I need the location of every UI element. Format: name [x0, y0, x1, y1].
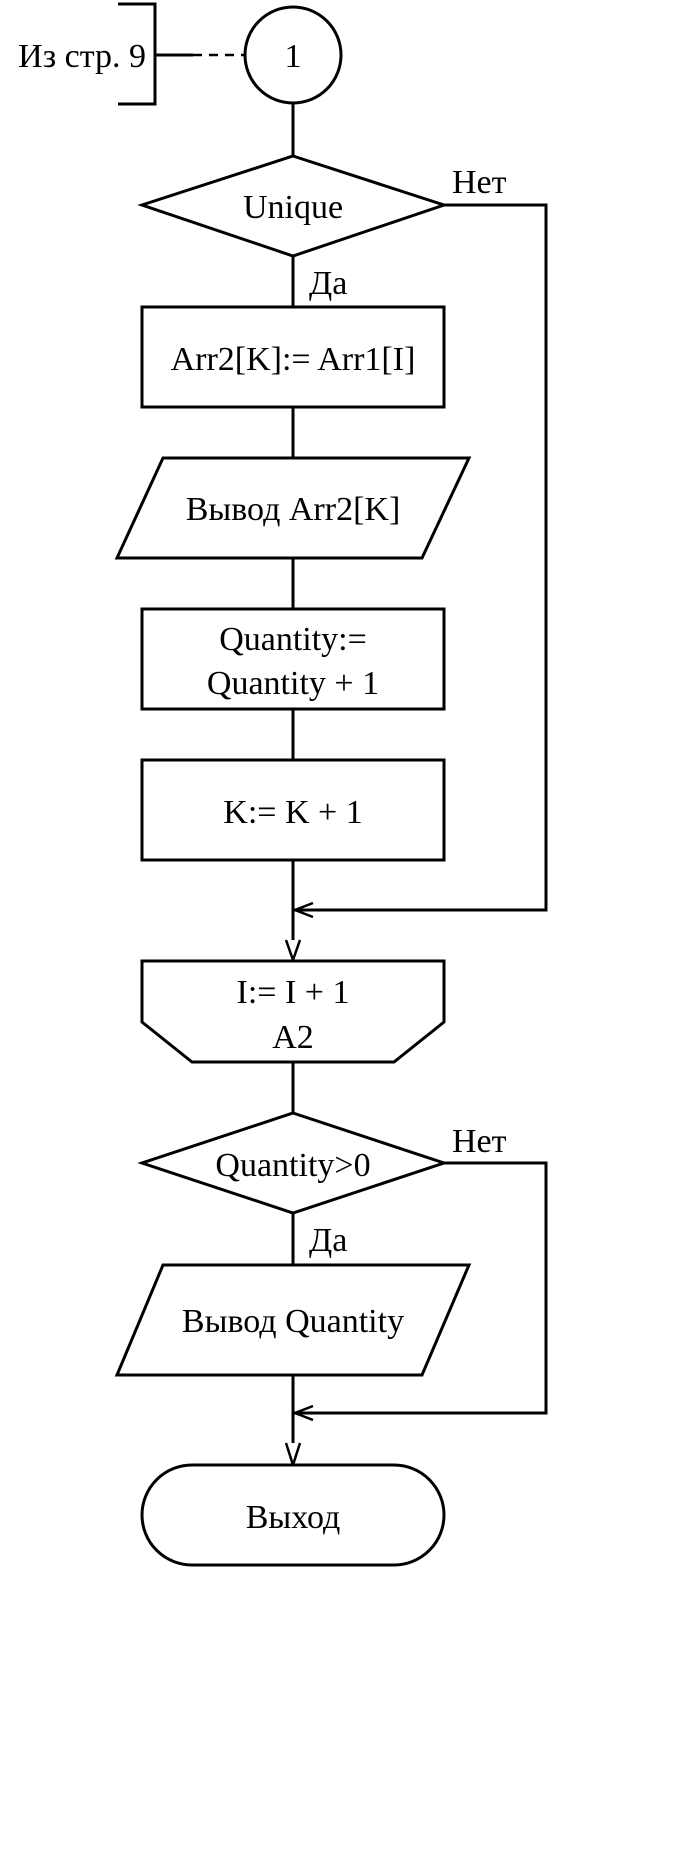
io-output-quantity-label: Вывод Quantity — [182, 1303, 404, 1340]
process-increment-quantity — [140, 607, 446, 711]
arrowhead-left-merge1 — [291, 901, 314, 919]
connector-label: 1 — [285, 38, 302, 75]
process-assign-arr2 — [140, 305, 446, 409]
decision-unique-label: Unique — [243, 189, 343, 226]
loop-end-a2 — [140, 959, 446, 1064]
edge-quantity-no — [293, 1161, 548, 1415]
loop-end-a2-line1: I:= I + 1 — [237, 974, 350, 1011]
process-assign-arr2-label: Arr2[K]:= Arr1[I] — [171, 341, 416, 378]
io-output-quantity — [114, 1263, 472, 1377]
decision-unique — [137, 154, 449, 258]
quantity-no-label: Нет — [452, 1123, 507, 1160]
unique-no-label: Нет — [452, 164, 507, 201]
terminator-exit-label: Выход — [246, 1499, 341, 1536]
decision-quantity-label: Quantity>0 — [215, 1147, 370, 1184]
arrowhead-down-loop — [284, 939, 302, 964]
io-output-arr2-label: Вывод Arr2[K] — [186, 491, 401, 528]
edge-unique-no — [293, 203, 548, 912]
process-increment-quantity-line2: Quantity + 1 — [207, 665, 379, 702]
comment-bracket — [118, 2, 193, 106]
comment-text: Из стр. 9 — [18, 38, 146, 75]
arrowhead-down-exit — [284, 1442, 302, 1470]
unique-yes-label: Да — [309, 265, 347, 302]
process-increment-quantity-line1: Quantity:= — [219, 621, 367, 658]
terminator-exit — [140, 1463, 446, 1567]
process-increment-k — [140, 758, 446, 862]
decision-quantity — [137, 1111, 449, 1215]
quantity-yes-label: Да — [309, 1222, 347, 1259]
loop-end-a2-line2: A2 — [272, 1019, 314, 1056]
process-increment-k-label: K:= K + 1 — [223, 794, 362, 831]
io-output-arr2 — [114, 456, 472, 560]
arrowhead-left-merge2 — [291, 1404, 314, 1422]
